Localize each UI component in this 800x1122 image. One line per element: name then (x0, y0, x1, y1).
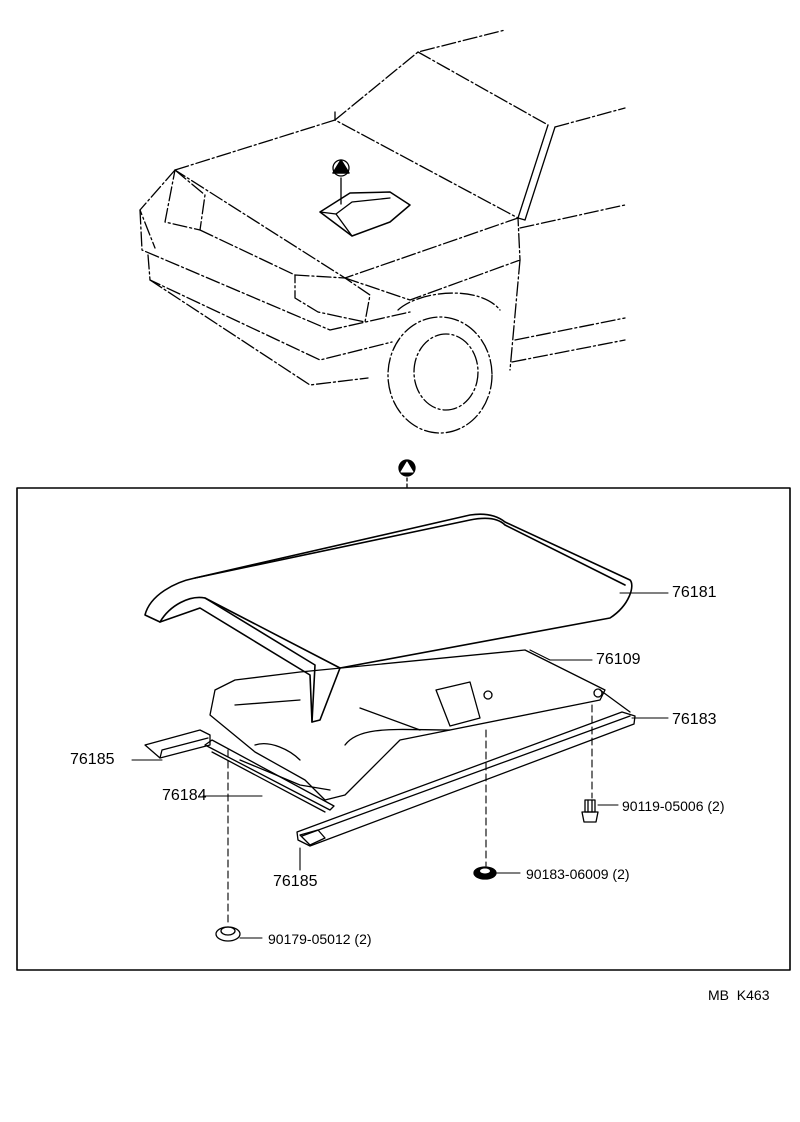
part-label-hood-scoop: 76181 (672, 584, 717, 601)
part-label-nut-center: 90183-06009 (2) (526, 866, 630, 882)
part-label-nut-left: 90179-05012 (2) (268, 931, 372, 947)
part-label-seal-rear: 76183 (672, 711, 717, 728)
part-label-seal-left: 76185 (70, 751, 115, 768)
marker-a-detail (398, 459, 416, 489)
nut-center-part (473, 866, 497, 880)
installation-lines (227, 704, 593, 927)
part-label-seal-bottom: 76185 (273, 873, 318, 890)
part-label-seal-front: 76184 (162, 787, 207, 804)
seal-front-part (204, 739, 335, 813)
catalog-code: MB K463 (708, 987, 770, 1003)
detail-frame (16, 487, 791, 971)
leader-lines (131, 592, 669, 939)
part-label-bolt: 90119-05006 (2) (622, 798, 725, 814)
scoop-base-part (209, 649, 606, 801)
seal-bottom-part (299, 829, 326, 846)
seal-rear-part (296, 689, 636, 847)
marker-a-car (332, 159, 350, 205)
nut-left-part (215, 926, 241, 942)
car-illustration (139, 29, 626, 434)
part-label-scoop-base: 76109 (596, 651, 641, 668)
bolt-part (581, 799, 599, 823)
seal-left-part (144, 729, 211, 759)
hood-scoop-part (144, 513, 633, 723)
